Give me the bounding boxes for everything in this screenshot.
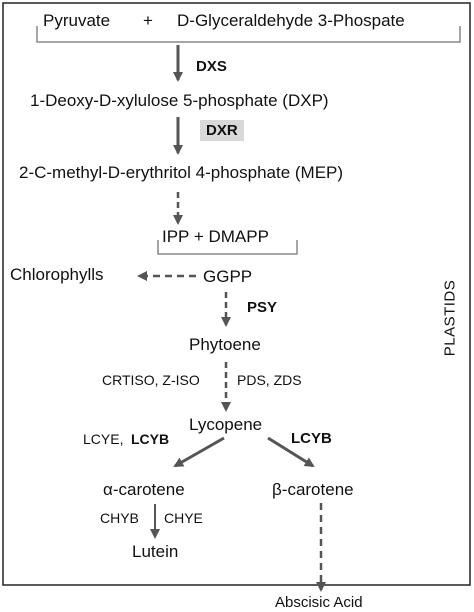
ipp-dmapp-label: IPP + DMAPP	[162, 227, 269, 246]
plastids-label: PLASTIDS	[441, 279, 459, 357]
lycopene-label: Lycopene	[189, 415, 263, 434]
enzyme-chye: CHYE	[164, 510, 203, 526]
glyceraldehyde-3-phosphate-label: D-Glyceraldehyde 3-Phospate	[177, 11, 405, 30]
enzyme-lcyb-left: LCYB	[131, 431, 170, 447]
phytoene-label: Phytoene	[189, 335, 261, 354]
mep-label: 2-C-methyl-D-erythritol 4-phosphate (MEP…	[19, 163, 344, 182]
beta-carotene-label: β-carotene	[272, 480, 354, 499]
chlorophylls-label: Chlorophylls	[10, 265, 104, 284]
ggpp-label: GGPP	[203, 267, 253, 286]
arrow-to-beta-carotene	[267, 436, 315, 468]
alpha-carotene-label: α-carotene	[103, 480, 185, 499]
enzyme-psy: PSY	[247, 299, 278, 316]
enzyme-dxs: DXS	[196, 58, 227, 75]
pyruvate-label: Pyruvate	[43, 11, 111, 30]
enzyme-dxr: DXR	[200, 120, 244, 141]
substrate-bracket	[36, 26, 461, 43]
enzyme-lcyb-right: LCYB	[291, 430, 332, 447]
abscisic-acid-label: Abscisic Acid	[275, 594, 363, 611]
arrow-to-alpha-carotene	[173, 436, 225, 468]
enzyme-chyb: CHYB	[100, 510, 139, 526]
plus-sign: +	[143, 11, 153, 30]
dxp-label: 1-Deoxy-D-xylulose 5-phosphate (DXP)	[30, 91, 329, 110]
lutein-label: Lutein	[132, 542, 179, 561]
enzyme-crtiso-ziso: CRTISO, Z-ISO	[102, 372, 200, 388]
enzyme-lcye: LCYE,	[83, 431, 124, 447]
ipp-dmapp-bracket	[157, 240, 298, 255]
enzyme-pds-zds: PDS, ZDS	[237, 372, 302, 388]
plastid-compartment-border	[2, 2, 471, 586]
